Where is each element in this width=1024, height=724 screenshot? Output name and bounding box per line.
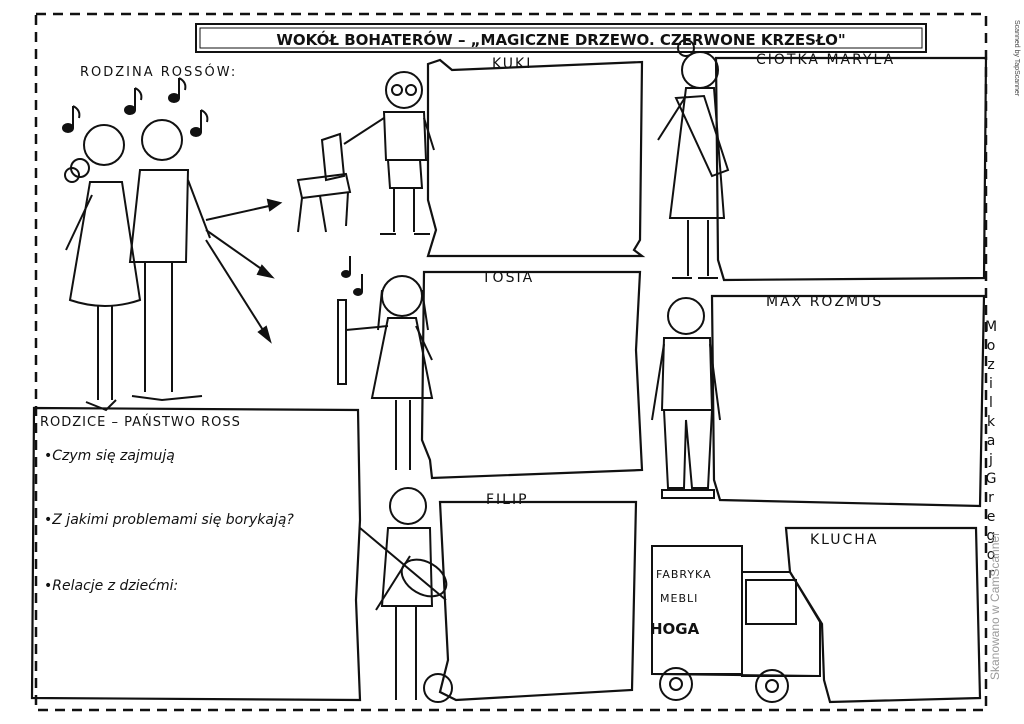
truck-text-1: FABRYKA [656, 568, 712, 581]
vertical-letter: g [986, 528, 996, 544]
ciotka-figure [657, 39, 730, 279]
vertical-letter: o [986, 547, 996, 563]
tosia-figure [337, 275, 434, 470]
vertical-letter: e [986, 509, 996, 525]
dashed-border [34, 12, 988, 712]
question-1: •Czym się zajmują [44, 448, 175, 464]
question-2: •Z jakimi problemami się borykają? [44, 512, 294, 528]
vertical-letter: l [989, 395, 993, 411]
vertical-letter: G [985, 471, 997, 487]
max-box [710, 294, 986, 508]
vertical-letter: j [989, 452, 993, 468]
klucha-box [784, 526, 982, 704]
kuki-figure [343, 71, 435, 235]
vertical-letter: k [986, 414, 996, 430]
truck-illustration [651, 545, 821, 703]
vertical-letter: o [986, 338, 996, 354]
title-banner: WOKÓŁ BOHATERÓW – „MAGICZNE DRZEWO. CZER… [195, 23, 927, 53]
filip-box [438, 500, 638, 702]
max-figure [651, 297, 721, 499]
kuki-box [426, 58, 646, 258]
arrows [205, 198, 283, 344]
vertical-letter: r [988, 566, 994, 582]
filip-label: FILIP [486, 492, 529, 508]
vertical-letter: z [987, 357, 995, 373]
tosia-label: TOSIA [481, 270, 534, 286]
page-title: WOKÓŁ BOHATERÓW – „MAGICZNE DRZEWO. CZER… [276, 30, 845, 49]
klucha-label: KLUCHA [810, 532, 878, 548]
vertical-letter: M [984, 319, 998, 335]
scan-watermark: Skanowano w CamScanner [988, 531, 1002, 680]
vertical-letter: a [986, 433, 996, 449]
boxes [30, 56, 988, 704]
question-3: •Relacje z dziećmi: [44, 578, 178, 594]
truck-text-3: HOGA [650, 620, 700, 638]
ciotka-label: CIOTKA MARYLA [756, 52, 895, 68]
scanner-note: Scanned by TapScanner [1013, 20, 1020, 97]
red-chair-icon [296, 132, 352, 233]
parents-box [30, 406, 362, 702]
tosia-box [420, 270, 644, 480]
max-label: MAX ROZMUS [766, 294, 883, 310]
kuki-label: KUKI [492, 56, 532, 72]
music-notes-icon [62, 77, 209, 137]
parents-figure [64, 119, 211, 412]
filip-figure [359, 487, 453, 703]
truck-text-2: MEBLI [660, 592, 698, 605]
parents-heading: RODZICE – PAŃSTWO ROSS [40, 414, 241, 430]
vertical-letter: i [989, 376, 993, 392]
ciotka-box [714, 56, 988, 282]
music-notes-icon [341, 256, 363, 296]
family-label: RODZINA ROSSÓW: [80, 64, 237, 80]
vertical-letter: r [988, 490, 994, 506]
